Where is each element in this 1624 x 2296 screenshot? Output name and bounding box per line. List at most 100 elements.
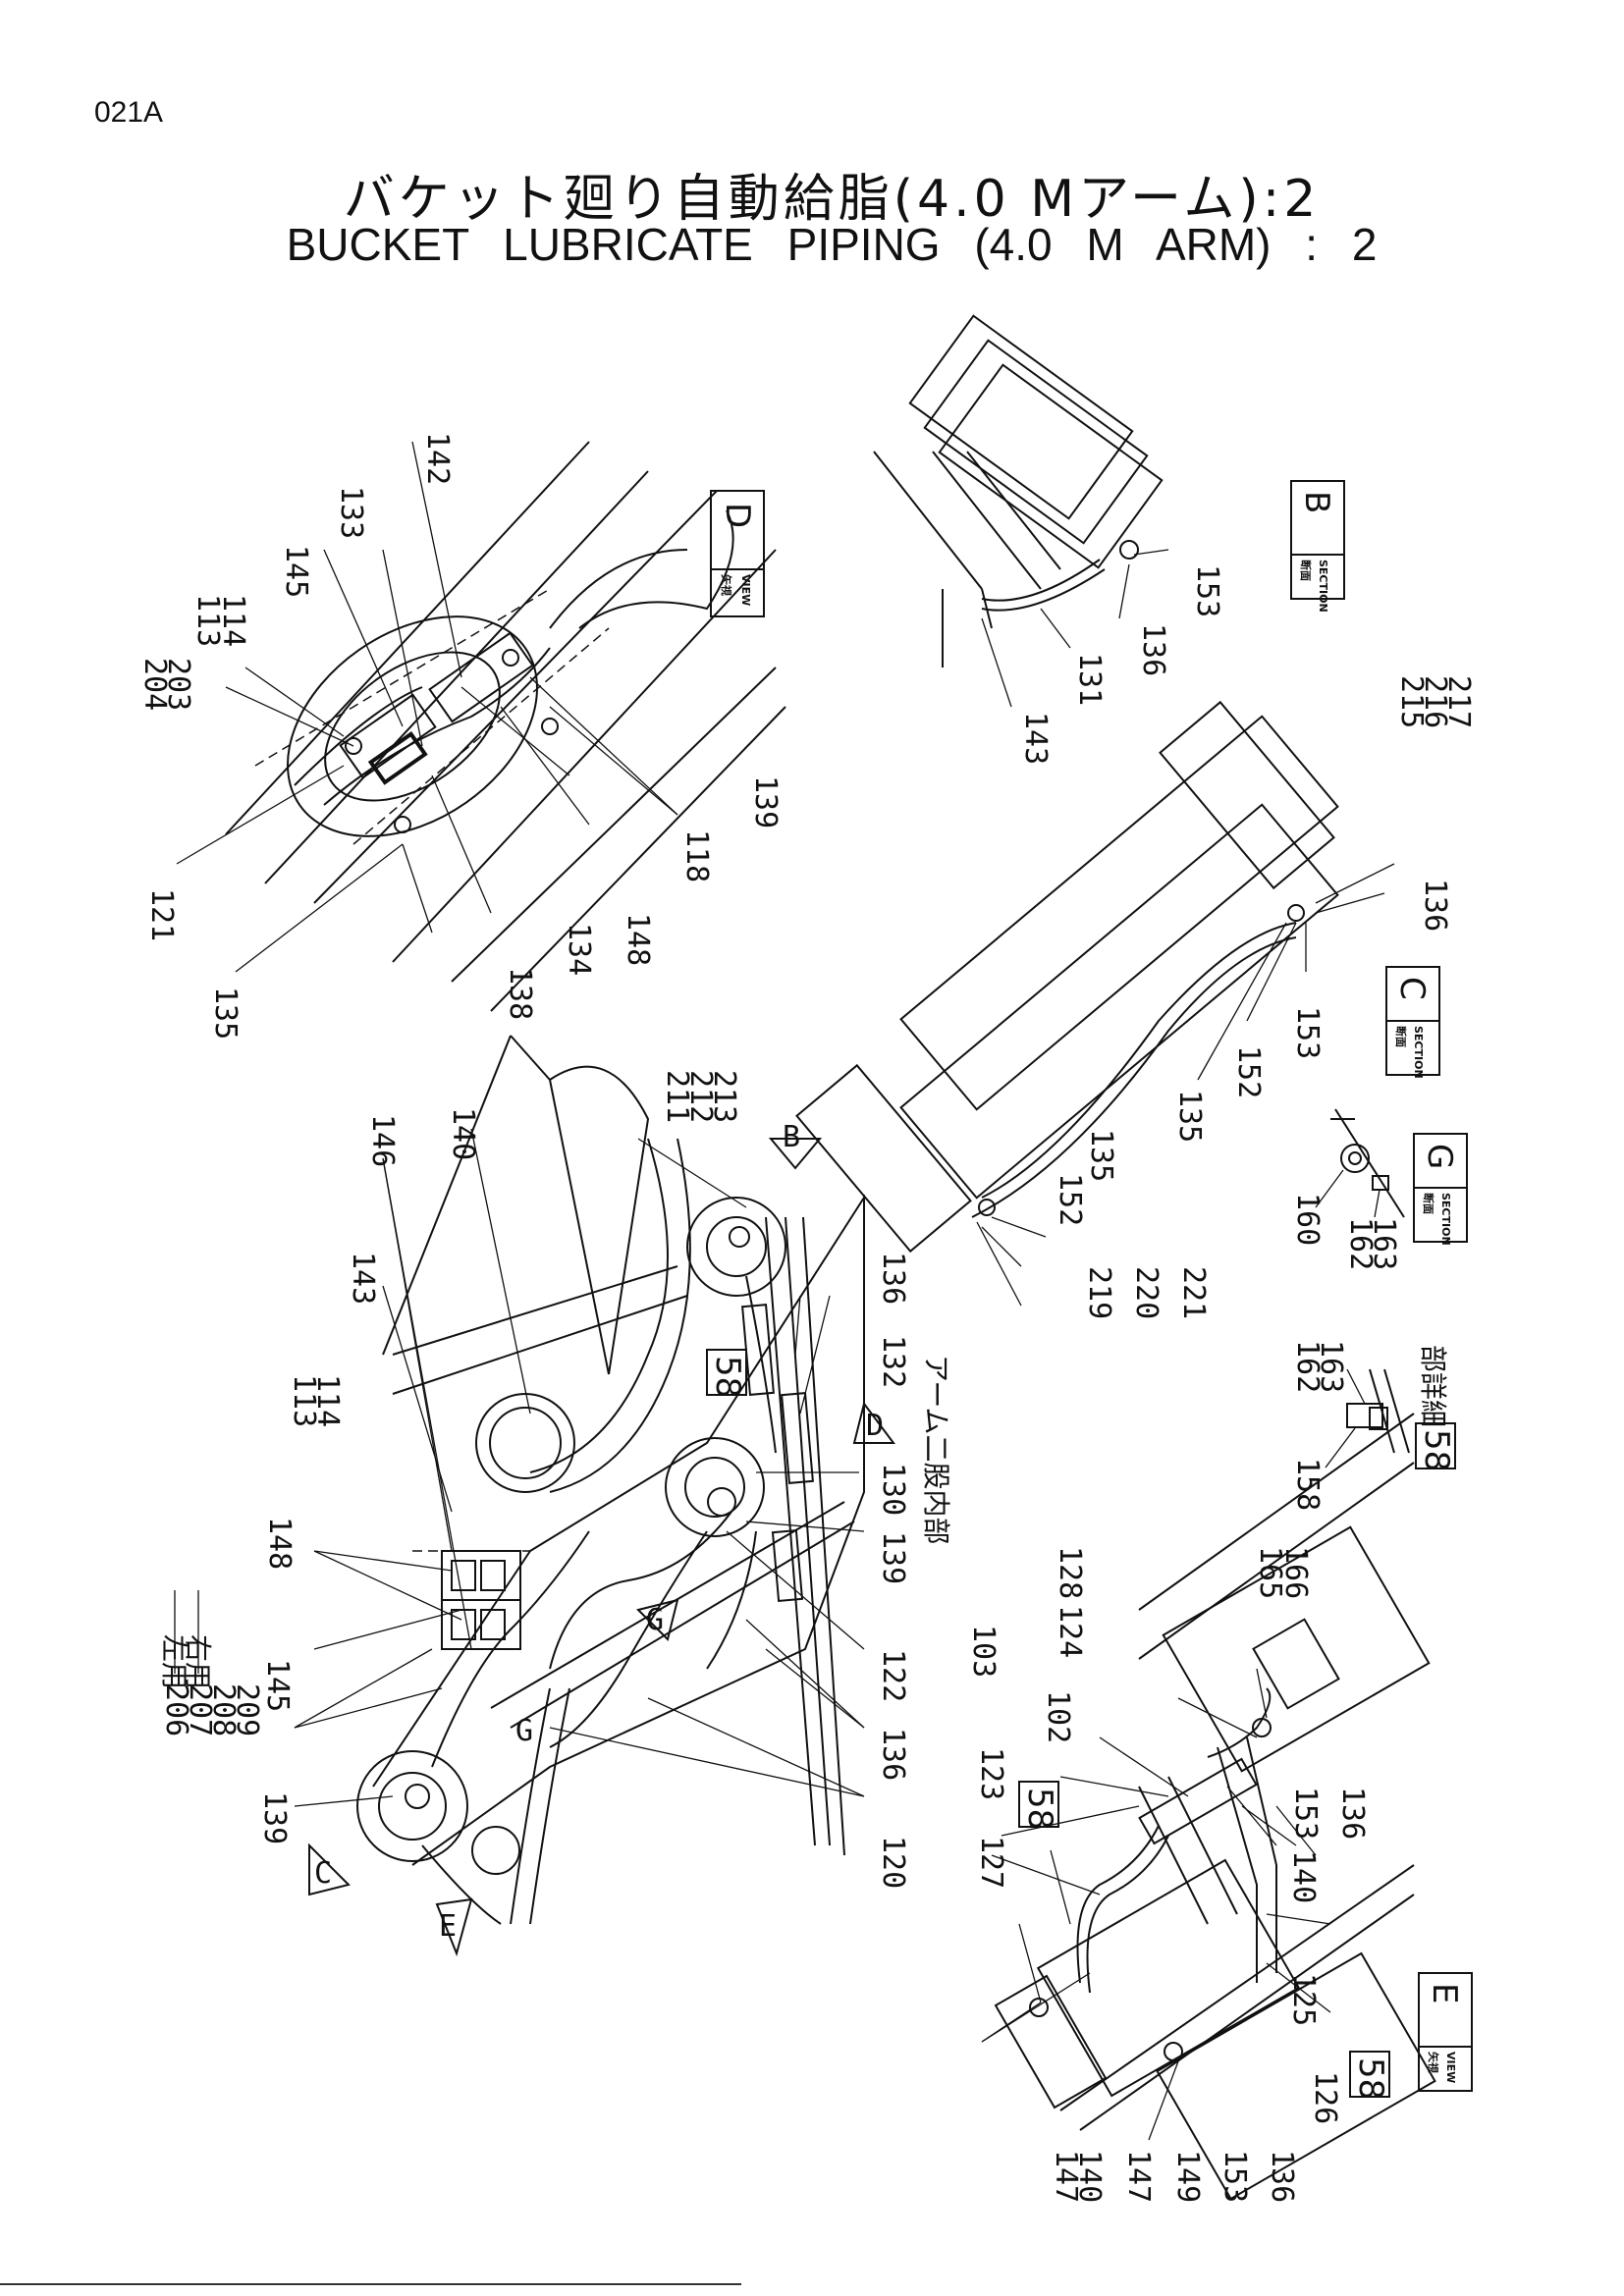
section-b-drawing: [873, 314, 1169, 708]
callout-143-b: 143: [1018, 712, 1053, 765]
section-g-label: 断面 SECTION G: [1413, 1133, 1468, 1246]
svg-text:断面: 断面: [1422, 1193, 1435, 1214]
svg-text:SECTION: SECTION: [1317, 560, 1329, 613]
callout-145: 145: [279, 545, 313, 598]
page-id: 021A: [94, 96, 164, 129]
detail-58-label: 58 部詳細: [1415, 1345, 1456, 1471]
callout-139-m1: 139: [876, 1531, 910, 1584]
svg-text:断面: 断面: [1394, 1026, 1408, 1047]
callout-163-g: 163: [1367, 1217, 1401, 1270]
callout-147-e2: 147: [1121, 2150, 1156, 2203]
callout-158: 158: [1290, 1458, 1325, 1511]
right-use-note: 右用: [182, 1634, 214, 1689]
callout-135: 135: [208, 987, 243, 1040]
callout-211: 211: [660, 1070, 694, 1123]
callout-219: 219: [1082, 1266, 1116, 1319]
callout-122: 122: [876, 1649, 910, 1702]
left-use-note: 左用: [158, 1634, 190, 1689]
section-c-drawing: [795, 700, 1395, 1307]
svg-text:SECTION: SECTION: [1439, 1193, 1452, 1246]
callout-136-e2: 136: [1265, 2150, 1299, 2203]
callout-113-m: 113: [287, 1374, 321, 1427]
callout-152-c: 152: [1231, 1045, 1266, 1098]
callout-134: 134: [562, 923, 596, 976]
svg-text:58: 58: [1351, 2057, 1390, 2100]
callout-124: 124: [1053, 1605, 1087, 1658]
callout-149: 149: [1170, 2150, 1205, 2203]
callout-136-c: 136: [1418, 879, 1452, 932]
callout-160: 160: [1290, 1193, 1325, 1246]
callout-146: 146: [365, 1114, 400, 1167]
svg-text:SECTION: SECTION: [1412, 1026, 1425, 1079]
svg-text:B: B: [783, 1120, 800, 1154]
callout-148: 148: [621, 913, 655, 966]
callout-212: 212: [683, 1070, 718, 1123]
view-e-drawing: [981, 1413, 1436, 2201]
callout-138: 138: [503, 967, 537, 1020]
callout-114: 114: [216, 594, 250, 647]
callout-127: 127: [974, 1836, 1008, 1889]
callout-204: 204: [137, 658, 172, 711]
section-b-label: 断面 SECTION B: [1290, 480, 1345, 613]
main-arm-drawing: [294, 1035, 865, 1925]
title-english: BUCKET LUBRICATE PIPING (4.0 M ARM) : 2: [286, 219, 1378, 270]
section-g-drawing: [1315, 1108, 1405, 1218]
callout-136-m1: 136: [876, 1252, 910, 1305]
callout-143-m: 143: [346, 1252, 380, 1305]
svg-text:G: G: [1420, 1144, 1459, 1169]
callout-145-m: 145: [260, 1659, 295, 1712]
callout-118: 118: [679, 829, 714, 882]
callout-147-e1: 147: [1049, 2150, 1083, 2203]
arrow-g-2: G: [515, 1714, 533, 1748]
callout-135-c: 135: [1172, 1090, 1207, 1143]
callout-153-c: 153: [1290, 1006, 1325, 1059]
callout-206: 206: [159, 1683, 193, 1736]
callout-136-m2: 136: [876, 1728, 910, 1781]
svg-text:58: 58: [1417, 1429, 1456, 1471]
svg-text:矢視: 矢視: [720, 574, 733, 596]
svg-text:断面: 断面: [1299, 560, 1313, 581]
callout-136-e1: 136: [1335, 1787, 1370, 1840]
callout-136-b: 136: [1136, 623, 1170, 676]
svg-text:D: D: [718, 503, 757, 528]
svg-text:C: C: [314, 1856, 332, 1891]
detail-58-ref-main: 58: [706, 1349, 747, 1398]
callout-216: 216: [1418, 675, 1452, 728]
arrow-b: B: [768, 1120, 823, 1170]
section-c-label: 断面 SECTION C: [1385, 966, 1440, 1079]
callout-130: 130: [876, 1463, 910, 1516]
view-d-drawing: [176, 441, 786, 1012]
hand-arrows: 左用 右用: [158, 1590, 214, 1689]
callout-153-b: 153: [1190, 564, 1224, 617]
callout-103: 103: [966, 1625, 1001, 1678]
callout-209: 209: [230, 1683, 264, 1736]
callout-140-e1: 140: [1286, 1850, 1321, 1903]
arrow-e: E: [435, 1897, 473, 1957]
callout-142: 142: [420, 432, 455, 485]
callout-128: 128: [1053, 1546, 1087, 1599]
detail-58-ref-e1: 58: [1018, 1781, 1059, 1830]
callout-213: 213: [707, 1070, 741, 1123]
callout-163-det: 163: [1314, 1340, 1348, 1393]
arrow-c: C: [308, 1842, 351, 1896]
svg-text:矢視: 矢視: [1427, 2052, 1440, 2073]
callout-221: 221: [1176, 1266, 1211, 1319]
svg-text:G: G: [646, 1603, 664, 1637]
callout-203: 203: [161, 658, 195, 711]
callout-113: 113: [190, 594, 225, 647]
callout-153-e2: 153: [1218, 2150, 1252, 2203]
svg-text:E: E: [1425, 1983, 1464, 2003]
svg-text:D: D: [866, 1409, 884, 1443]
callout-102: 102: [1041, 1690, 1075, 1743]
callout-162-det: 162: [1290, 1340, 1325, 1393]
detail-58-drawing: [1325, 1368, 1410, 1468]
callout-133: 133: [334, 486, 368, 539]
callout-148-m: 148: [262, 1517, 297, 1570]
svg-text:B: B: [1297, 491, 1336, 513]
svg-text:VIEW: VIEW: [739, 574, 752, 606]
view-d-label: 矢視 VIEW D: [710, 490, 765, 617]
callout-152-c2: 152: [1053, 1173, 1087, 1226]
callout-120: 120: [876, 1836, 910, 1889]
svg-text:C: C: [1392, 977, 1432, 1000]
